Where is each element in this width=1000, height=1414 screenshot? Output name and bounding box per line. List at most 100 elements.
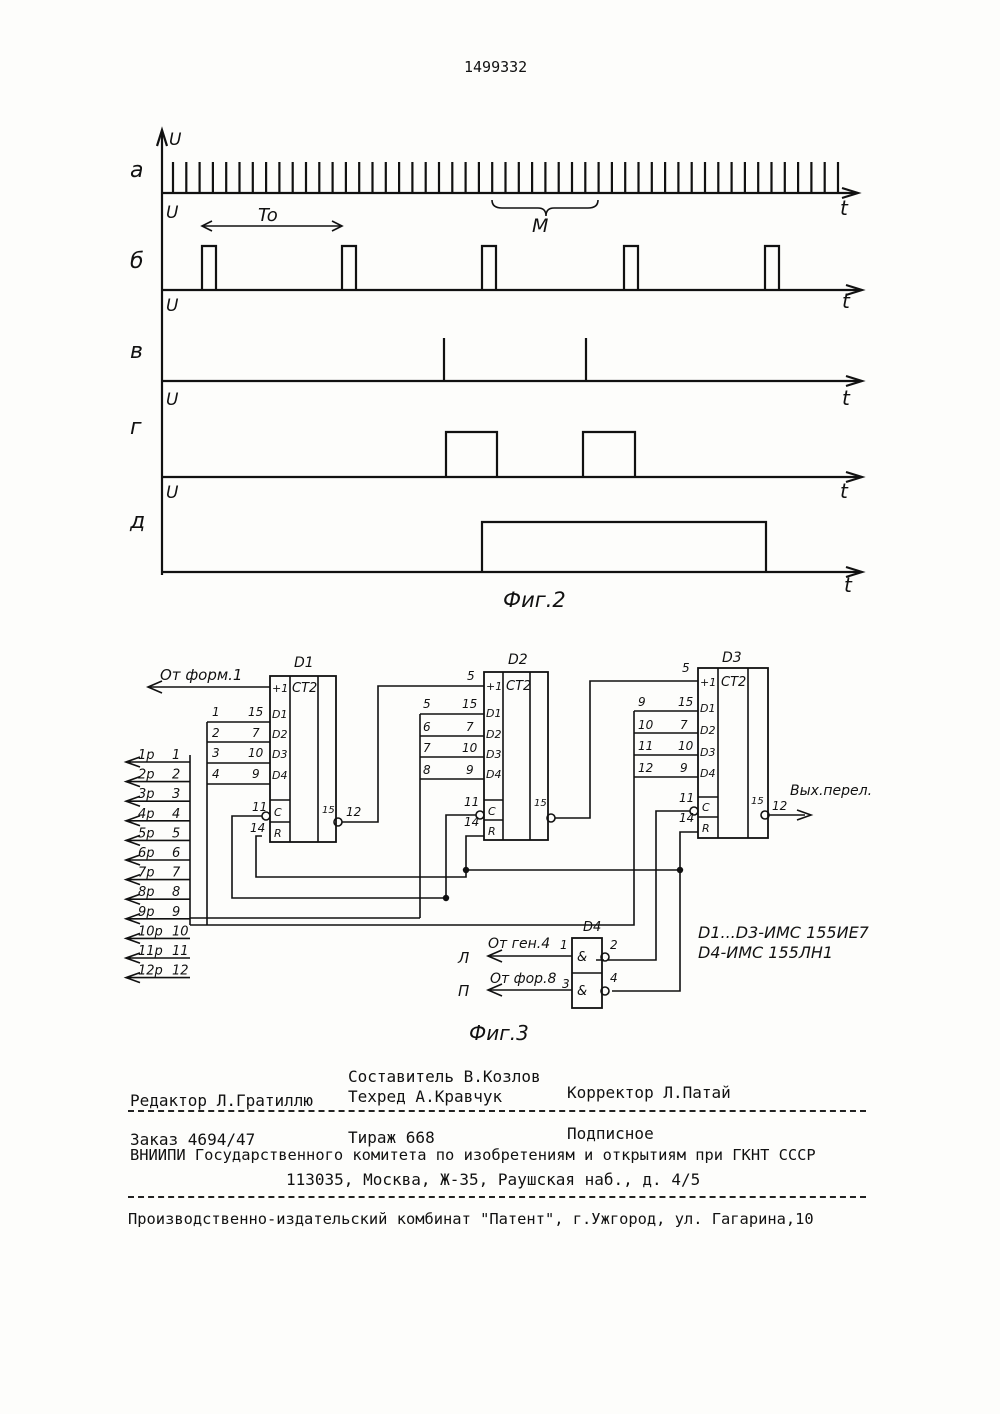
chip-d2-pin-d2: D2	[486, 728, 501, 741]
d2-pin-7a: 7	[466, 720, 474, 734]
d4-output-label-2: П	[458, 982, 469, 1000]
chip-d3-pin-plus1: +1	[700, 676, 716, 689]
chip-d2-pin-d4: D4	[486, 768, 501, 781]
bus-line-4	[126, 816, 190, 826]
row-v-axis-t: t	[842, 386, 851, 410]
chip-d1-pin-d4: D4	[272, 769, 287, 782]
techred-line: Техред А.Кравчук	[348, 1087, 502, 1106]
row-b-axis-u: U	[166, 203, 179, 223]
d3-pin-10: 10	[638, 718, 654, 732]
chip-d3-pin-d3: D3	[700, 746, 715, 759]
row-v-axis-u: U	[166, 296, 179, 316]
bus-num-8: 8	[172, 885, 180, 900]
clock-tick	[173, 162, 838, 193]
chip-d4-gate1-symbol: &	[577, 950, 587, 965]
row-d-pulse	[482, 522, 766, 572]
d1-pin-2: 2	[212, 726, 220, 740]
d2-pin-15: 15	[462, 697, 477, 711]
d3-pin-9: 9	[638, 695, 646, 709]
group-m-label: M	[532, 215, 548, 237]
row-a-clock-pulses	[173, 162, 838, 193]
d1-pin-3: 3	[212, 746, 220, 760]
d2-pin-10: 10	[462, 741, 478, 755]
chip-d3-pin-d2: D2	[700, 724, 715, 737]
wire-junctions	[443, 867, 683, 901]
d1-pin-11: 11	[252, 800, 267, 814]
chip-d2-pin-d3: D3	[486, 748, 501, 761]
fig3-circuit: D1 CT2 +1 D1 D2 D3 D4 C R 15 D2 CT2 +1 D…	[126, 650, 872, 1045]
bus-num-11: 11	[172, 944, 189, 959]
chip-d1-name: D1	[294, 655, 314, 671]
d3-pin-12: 12	[638, 761, 653, 775]
row-v-label: в	[130, 339, 143, 364]
d3-pin-14: 14	[679, 811, 694, 825]
d1-pin-1: 1	[212, 705, 220, 719]
bus-line-7	[126, 875, 190, 885]
chip-d3: D3 CT2 +1 D1 D2 D3 D4 C R 15	[690, 650, 769, 838]
publisher-line: Производственно-издательский комбинат "П…	[128, 1210, 814, 1228]
chip-d3-name: D3	[722, 650, 742, 666]
chip-d2-pin-plus1: +1	[486, 680, 502, 693]
d1-pin-14: 14	[250, 821, 265, 835]
bus-tag-8: 8p	[138, 885, 155, 900]
bus-tag-12: 12p	[138, 964, 163, 979]
bus-num-10: 10	[172, 924, 189, 939]
bus-line-3	[126, 796, 190, 806]
legend-d4: D4-ИМС 155ЛН1	[698, 943, 833, 962]
chip-d2: D2 CT2 +1 D1 D2 D3 D4 C R 15	[476, 652, 555, 840]
d3-pin-9b: 9	[680, 761, 688, 775]
chip-d3-pin-d4: D4	[700, 767, 715, 780]
d4-output-wires	[596, 870, 680, 991]
fig2-timing-diagram: U а M t U To б t U в t U г t U	[129, 130, 862, 612]
period-to-label: To	[258, 205, 278, 226]
chip-d4-gate2-symbol: &	[577, 984, 587, 999]
row-g-pulses	[446, 432, 635, 477]
chip-d1-pin-c: C	[274, 806, 282, 819]
bus-tag-11: 11p	[138, 944, 163, 959]
d1-pin-12: 12	[346, 805, 361, 819]
d1-pin-15: 15	[248, 705, 263, 719]
bus-tag-7: 7p	[138, 866, 155, 881]
bus-tag-4: 4p	[138, 807, 155, 822]
row-d-axis-u: U	[166, 483, 179, 503]
bus-tag-5: 5p	[138, 826, 155, 841]
left-output-bus: 1p12p23p34p45p56p67p78p89p910p1011p1112p…	[126, 748, 190, 983]
bus-num-9: 9	[172, 905, 180, 920]
chip-d4-pin-1: 1	[560, 938, 568, 952]
chip-d2-name: D2	[508, 652, 528, 668]
row-b-axis-t: t	[842, 289, 851, 313]
d3-pin-11: 11	[638, 739, 653, 753]
chip-d3-pin-r: R	[702, 822, 710, 835]
chip-d3-pin-d1: D1	[700, 702, 715, 715]
d4-input-label-1: От ген.4	[488, 936, 550, 952]
chip-d4: D4 & & 1 2 3 4 От ген.4 От фор.8 Л П	[457, 920, 618, 1008]
org-line: ВНИИПИ Государственного комитета по изоб…	[130, 1146, 816, 1164]
output-label: Вых.перел.	[790, 783, 872, 799]
row-g-label: г	[130, 415, 142, 440]
bus-line-8	[126, 894, 190, 904]
d3-pin-10b: 10	[678, 739, 694, 753]
bus-line-1	[126, 757, 190, 767]
bus-line-5	[126, 835, 190, 845]
d2-pin-14: 14	[464, 815, 479, 829]
from-former-label: От форм.1	[160, 666, 242, 684]
row-d-label: д	[129, 509, 145, 534]
bus-tag-1: 1p	[138, 748, 155, 763]
d3-pin-11b: 11	[679, 791, 694, 805]
row-d-axis-t: t	[844, 573, 853, 597]
footer-rule-2	[128, 1196, 866, 1198]
chip-d3-pin-c: C	[702, 801, 710, 814]
circulation-line: Тираж 668	[348, 1128, 435, 1147]
fig2-axis-u-top: U	[169, 130, 182, 150]
group-m-brace	[492, 200, 598, 216]
d2-pin-6: 6	[423, 720, 431, 734]
row-b-label: б	[130, 249, 144, 274]
d2-pin-5-top: 5	[467, 669, 475, 683]
row-a-label: а	[130, 158, 143, 183]
chip-d4-name: D4	[583, 920, 601, 935]
bus-line-2	[126, 777, 190, 787]
d4-output-label-1: Л	[457, 949, 469, 967]
chip-d2-pin-d1: D1	[486, 707, 501, 720]
